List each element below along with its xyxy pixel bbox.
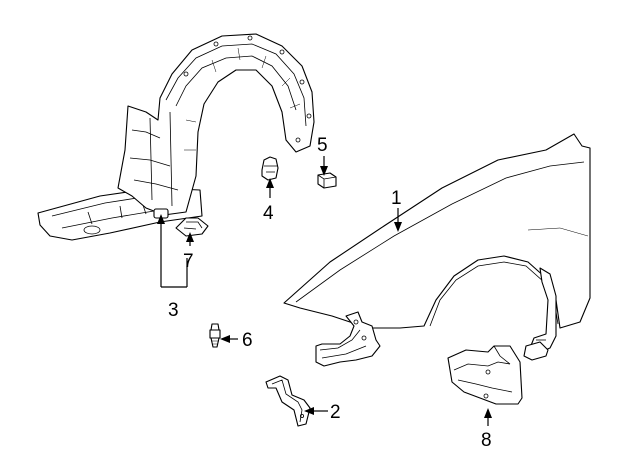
callout-2: 2 — [330, 402, 341, 423]
callout-5: 5 — [317, 135, 328, 156]
callout-labels: 1 2 3 4 5 6 7 8 — [168, 135, 492, 451]
clip-part-4 — [261, 156, 279, 181]
callout-4: 4 — [263, 203, 274, 224]
callout-6: 6 — [242, 330, 253, 351]
callout-7: 7 — [183, 251, 194, 272]
bracket-part-2 — [265, 375, 311, 427]
leader-lines — [157, 156, 492, 426]
callout-8: 8 — [481, 430, 492, 451]
nut-clip-part-5 — [317, 172, 337, 189]
mud-guard-part-8 — [447, 345, 523, 405]
retainer-part-7 — [175, 217, 209, 237]
callout-3: 3 — [168, 300, 179, 321]
callout-1: 1 — [391, 188, 402, 209]
fender-liner — [37, 33, 315, 241]
fender-part-1 — [283, 133, 591, 367]
screw-part-6 — [209, 323, 221, 348]
